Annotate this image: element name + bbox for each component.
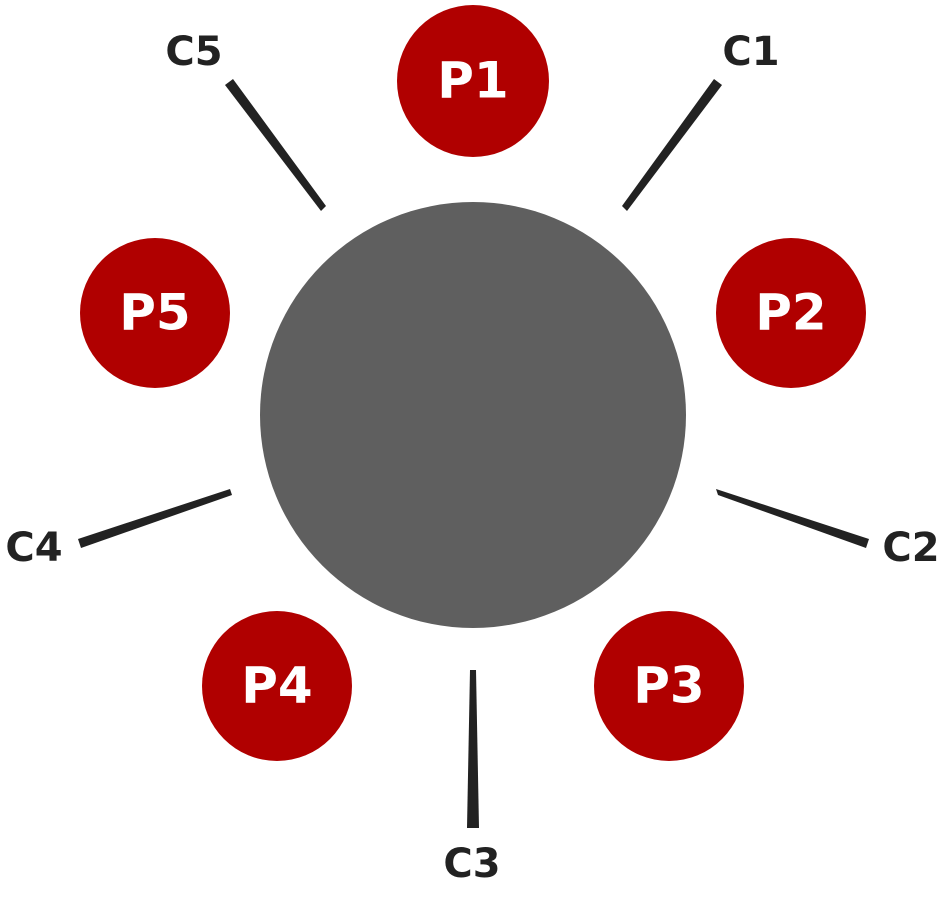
- philosopher-p1: P1: [397, 5, 549, 157]
- philosopher-label: P2: [755, 284, 826, 342]
- chopstick-c3: [467, 670, 479, 828]
- chopstick-c1: [622, 79, 722, 211]
- philosopher-circle: [716, 238, 866, 388]
- chopstick-label-c2: C2: [882, 525, 939, 571]
- chopstick-c2: [716, 489, 869, 548]
- philosopher-circle: [594, 611, 744, 761]
- philosopher-label: P4: [241, 657, 312, 715]
- philosopher-circle: [80, 238, 230, 388]
- philosopher-label: P3: [633, 657, 704, 715]
- chopstick-c5: [225, 79, 326, 211]
- philosopher-p2: P2: [716, 238, 866, 388]
- philosopher-p4: P4: [202, 611, 352, 761]
- table: [260, 202, 686, 628]
- philosopher-p5: P5: [80, 238, 230, 388]
- chopstick-label-c1: C1: [722, 29, 779, 75]
- philosopher-circle: [397, 5, 549, 157]
- philosopher-label: P1: [437, 52, 508, 110]
- chopstick-label-c3: C3: [443, 841, 500, 887]
- philosopher-circle: [202, 611, 352, 761]
- chopstick-label-c4: C4: [5, 525, 62, 571]
- philosopher-label: P5: [119, 284, 190, 342]
- chopstick-c4: [78, 489, 232, 548]
- philosopher-p3: P3: [594, 611, 744, 761]
- chopstick-label-c5: C5: [165, 29, 222, 75]
